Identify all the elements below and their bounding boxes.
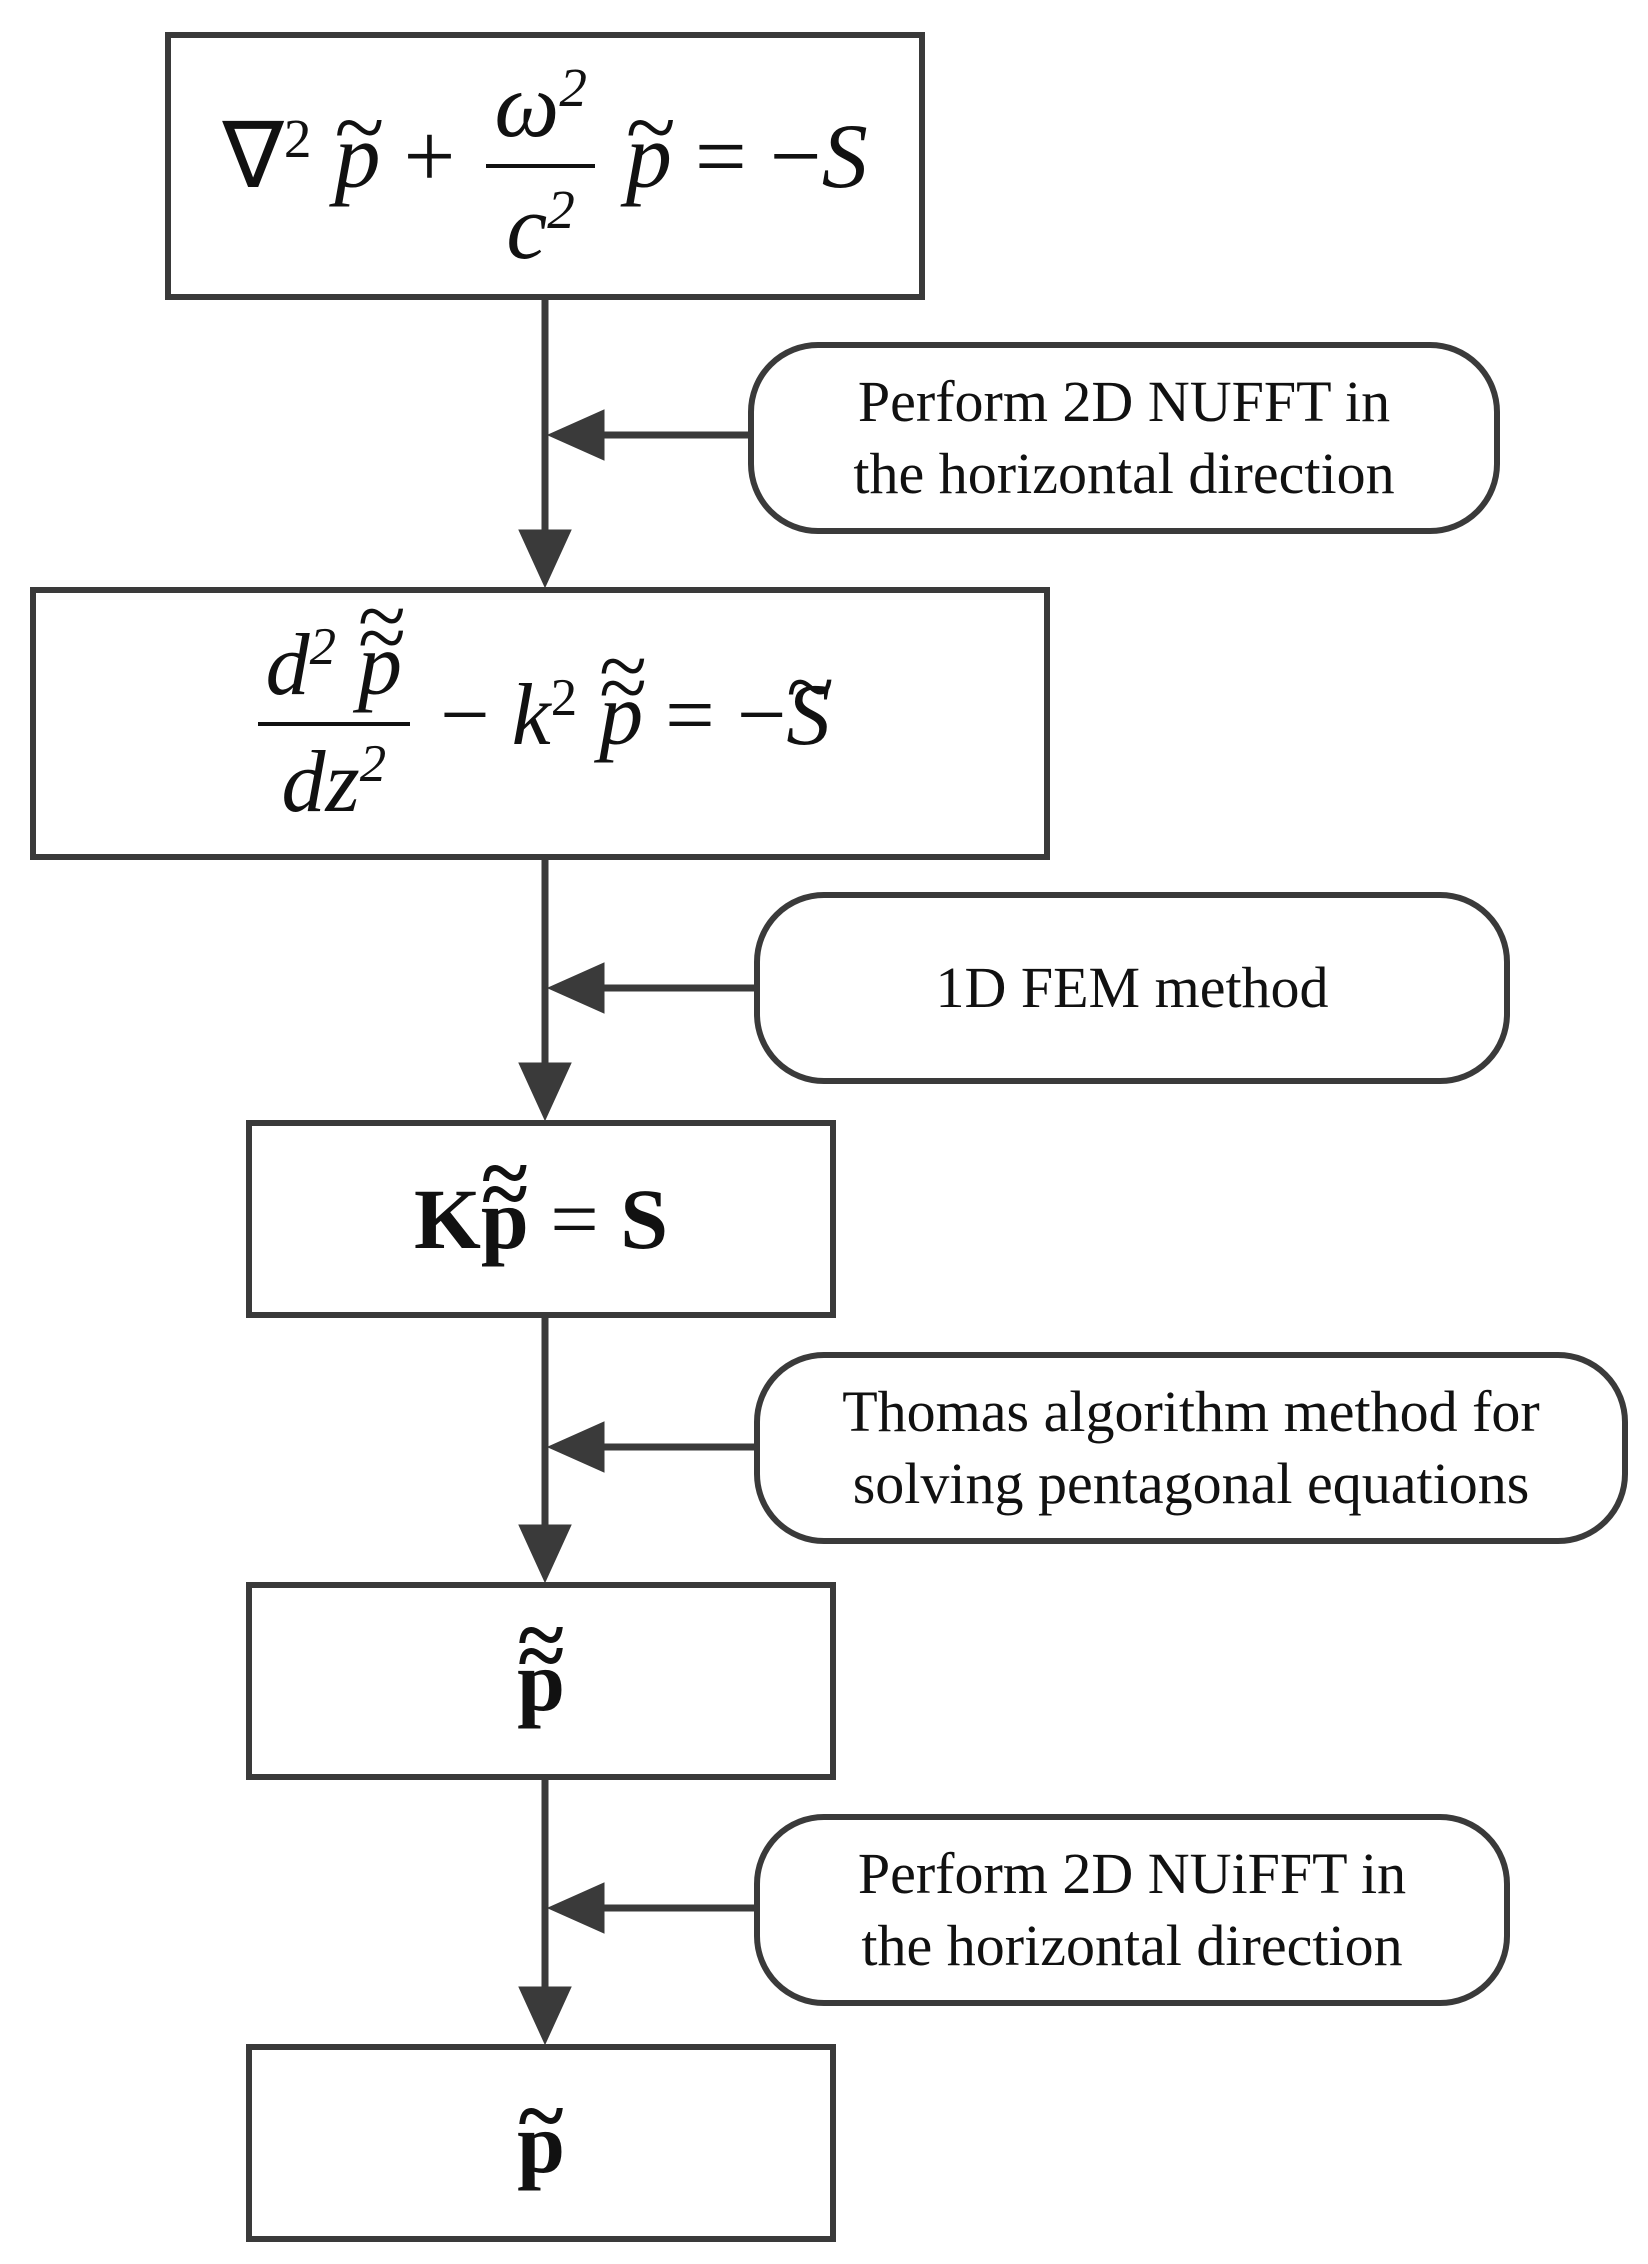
wavenumber-solution-symbol: ~~p	[517, 1585, 565, 1729]
flow-arrowhead-2	[518, 1062, 572, 1122]
operation-note-fem: 1D FEM method	[754, 892, 1510, 1084]
side-arrowhead-2	[546, 962, 605, 1014]
operation-note-nuifft: Perform 2D NUiFFT in the horizontal dire…	[754, 1814, 1510, 2006]
nabla-symbol: ∇	[222, 105, 284, 208]
second-derivative-fraction: d2 ~~p dz2	[257, 568, 410, 833]
equation-box-ode-z: d2 ~~p dz2 − k2 ~~p = −~S	[30, 568, 1050, 860]
side-arrowhead-4	[546, 1882, 605, 1934]
ode-z-equation: d2 ~~p dz2 − k2 ~~p = −~S	[250, 568, 834, 833]
operation-note-nufft: Perform 2D NUFFT in the horizontal direc…	[748, 342, 1500, 534]
flow-arrowhead-1	[518, 529, 572, 589]
operation-note-thomas: Thomas algorithm method for solving pent…	[754, 1352, 1628, 1544]
result-box-spatial-solution: ~p	[246, 2044, 836, 2242]
omega-over-c-fraction: ω2 c2	[486, 52, 595, 280]
side-arrowhead-3	[546, 1421, 605, 1473]
result-box-wavenumber-solution: ~~p	[246, 1582, 836, 1780]
spatial-solution-symbol: ~p	[517, 2067, 565, 2191]
side-arrowhead-1	[546, 409, 605, 461]
equation-box-linear-system: K~~p = S	[246, 1120, 836, 1318]
helmholtz-equation: ∇2 ~p + ω2 c2 ~p = −S	[222, 52, 868, 280]
flow-arrowhead-4	[518, 1986, 572, 2046]
equation-box-helmholtz: ∇2 ~p + ω2 c2 ~p = −S	[165, 32, 925, 300]
linear-system-equation: K~~p = S	[413, 1123, 669, 1267]
flow-arrowhead-3	[518, 1524, 572, 1584]
